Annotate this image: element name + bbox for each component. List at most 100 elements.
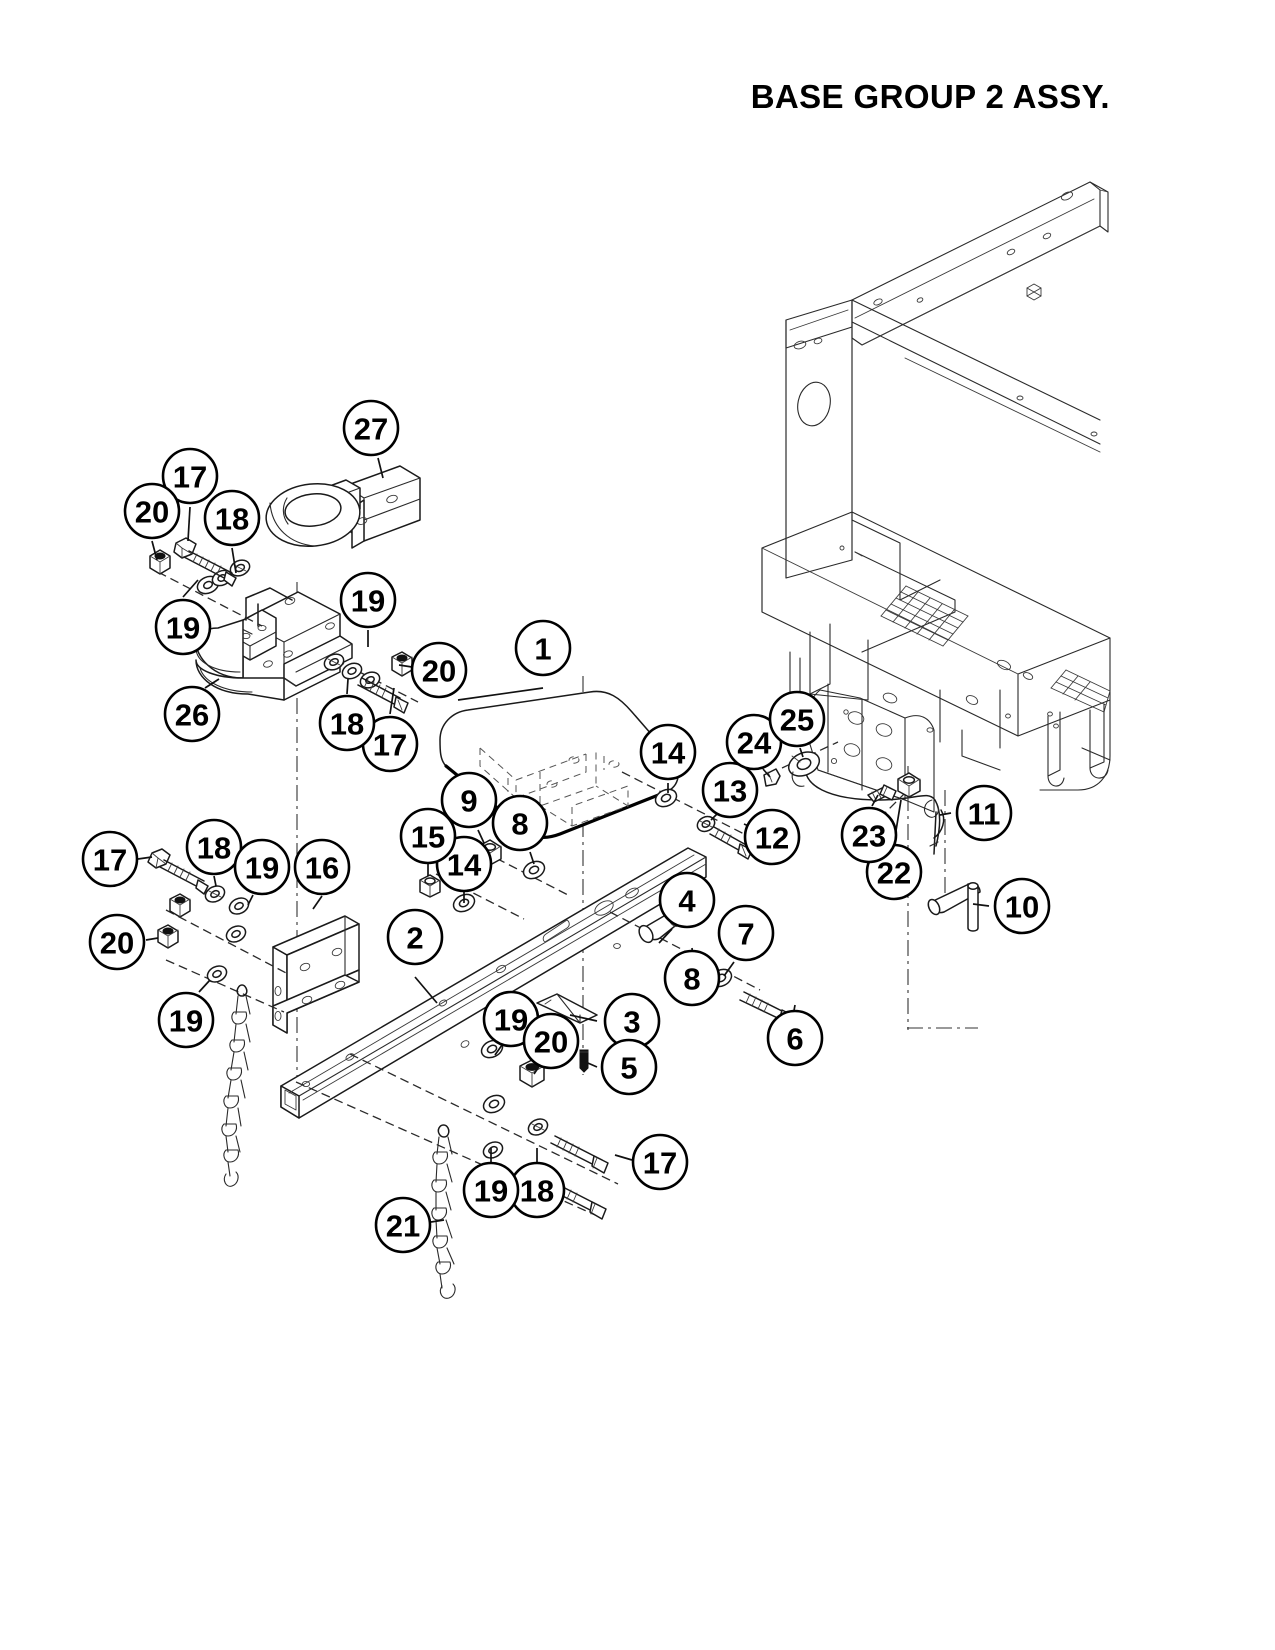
frame-hex-fastener xyxy=(1026,283,1042,301)
balloon-circle xyxy=(955,784,1013,842)
callout-leader-18 xyxy=(346,678,349,695)
balloon-number: 20 xyxy=(135,495,169,530)
callout-balloon-17d[interactable]: 17 xyxy=(631,1133,689,1191)
part-17-hex-bolt xyxy=(550,1135,609,1174)
balloon-number: 13 xyxy=(713,774,747,809)
balloon-number: 19 xyxy=(169,1004,203,1039)
callout-leader-20 xyxy=(145,937,159,941)
callout-balloon-18b[interactable]: 18 xyxy=(318,694,376,752)
balloon-circle xyxy=(163,685,221,743)
hidden-bracket-outline xyxy=(479,747,630,827)
callout-balloon-20c[interactable]: 20 xyxy=(88,913,146,971)
part-19-flat-washer xyxy=(482,1141,504,1159)
balloon-circle xyxy=(639,723,697,781)
balloon-number: 24 xyxy=(737,726,772,761)
callout-leader-25 xyxy=(799,747,804,758)
balloon-circle xyxy=(410,641,468,699)
callout-balloon-20[interactable]: 20 xyxy=(123,482,181,540)
callout-balloon-27[interactable]: 27 xyxy=(342,399,400,457)
balloon-circle xyxy=(631,1133,689,1191)
hardware-stack-coupler-right xyxy=(323,651,419,714)
callout-leader-19 xyxy=(198,979,211,993)
balloon-circle xyxy=(993,877,1051,935)
hardware-stack-plate-right xyxy=(621,771,753,860)
callout-balloon-15[interactable]: 15 xyxy=(399,807,457,865)
balloon-circle xyxy=(717,904,775,962)
callout-balloon-12[interactable]: 12 xyxy=(743,808,801,866)
balloon-number: 6 xyxy=(786,1022,803,1057)
callout-leader-5 xyxy=(580,1059,598,1068)
callout-balloon-3[interactable]: 3 xyxy=(603,992,661,1050)
callout-balloon-20d[interactable]: 20 xyxy=(522,1012,580,1070)
balloon-number: 18 xyxy=(330,707,364,742)
callout-balloon-6[interactable]: 6 xyxy=(766,1009,824,1067)
callout-balloon-5[interactable]: 5 xyxy=(600,1038,658,1096)
callout-leader-8 xyxy=(529,851,535,865)
balloon-number: 7 xyxy=(737,917,754,952)
balloon-number: 17 xyxy=(373,728,407,763)
callout-balloon-19f[interactable]: 19 xyxy=(462,1161,520,1219)
part-15-hex-nut xyxy=(419,874,441,898)
balloon-circle xyxy=(318,694,376,752)
part-27-lunette-ring-hitch xyxy=(265,465,421,549)
callout-balloon-19c[interactable]: 19 xyxy=(233,838,291,896)
balloon-circle xyxy=(185,818,243,876)
callout-balloon-25[interactable]: 25 xyxy=(768,690,826,748)
balloon-circle xyxy=(154,598,212,656)
callout-balloon-9[interactable]: 9 xyxy=(440,771,498,829)
callout-balloon-20b[interactable]: 20 xyxy=(410,641,468,699)
balloon-number: 21 xyxy=(386,1209,420,1244)
part-26-ball-coupler xyxy=(195,587,353,701)
callout-balloon-8b[interactable]: 8 xyxy=(491,794,549,852)
balloon-circle xyxy=(768,690,826,748)
balloon-number: 8 xyxy=(511,807,528,842)
callout-balloon-23[interactable]: 23 xyxy=(840,806,898,864)
callout-balloon-18c[interactable]: 18 xyxy=(185,818,243,876)
callout-balloon-10[interactable]: 10 xyxy=(993,877,1051,935)
callout-balloon-8[interactable]: 8 xyxy=(663,949,721,1007)
balloon-circle xyxy=(161,447,219,505)
callout-leader-19 xyxy=(494,1044,503,1056)
balloon-circle xyxy=(203,489,261,547)
callout-balloon-16[interactable]: 16 xyxy=(293,838,351,896)
callout-balloon-4[interactable]: 4 xyxy=(658,871,716,929)
part-17-hex-bolt xyxy=(147,848,209,895)
callout-balloon-26[interactable]: 26 xyxy=(163,685,221,743)
balloon-number: 23 xyxy=(852,819,886,854)
callout-balloon-19d[interactable]: 19 xyxy=(157,991,215,1049)
balloon-number: 5 xyxy=(620,1051,637,1086)
callout-balloon-13[interactable]: 13 xyxy=(701,761,759,819)
callout-balloon-11[interactable]: 11 xyxy=(955,784,1013,842)
callout-balloon-19b[interactable]: 19 xyxy=(339,571,397,629)
callout-leader-20 xyxy=(151,540,158,561)
balloon-number: 20 xyxy=(422,654,456,689)
balloon-number: 8 xyxy=(683,962,700,997)
callout-balloon-24[interactable]: 24 xyxy=(725,713,783,771)
callout-balloon-21[interactable]: 21 xyxy=(374,1196,432,1254)
callout-balloon-2[interactable]: 2 xyxy=(386,908,444,966)
balloon-circle xyxy=(658,871,716,929)
callout-leader-3 xyxy=(569,1014,598,1022)
balloon-number: 3 xyxy=(623,1005,640,1040)
callout-leader-21 xyxy=(430,1219,445,1223)
balloon-circle xyxy=(701,761,759,819)
callout-balloon-17[interactable]: 17 xyxy=(161,447,219,505)
callout-leader-19 xyxy=(247,894,254,906)
callout-balloon-7[interactable]: 7 xyxy=(717,904,775,962)
part-21-safety-chain-left xyxy=(221,984,251,1187)
part-19-flat-washer xyxy=(480,1039,504,1059)
callout-balloon-18d[interactable]: 18 xyxy=(508,1161,566,1219)
callout-balloon-18[interactable]: 18 xyxy=(203,489,261,547)
callout-leader-17 xyxy=(614,1154,633,1161)
callout-balloon-17c[interactable]: 17 xyxy=(81,830,139,888)
callout-balloon-19[interactable]: 19 xyxy=(154,598,212,656)
balloon-number: 17 xyxy=(173,460,207,495)
callout-balloon-1[interactable]: 1 xyxy=(514,619,572,677)
part-22-hex-nut xyxy=(897,772,921,798)
part-19-flat-washer xyxy=(341,662,363,680)
callout-balloon-14[interactable]: 14 xyxy=(639,723,697,781)
balloon-circle xyxy=(233,838,291,896)
balloon-number: 22 xyxy=(877,856,911,891)
hardware-stack-receiver xyxy=(763,741,981,932)
balloon-circle xyxy=(743,808,801,866)
